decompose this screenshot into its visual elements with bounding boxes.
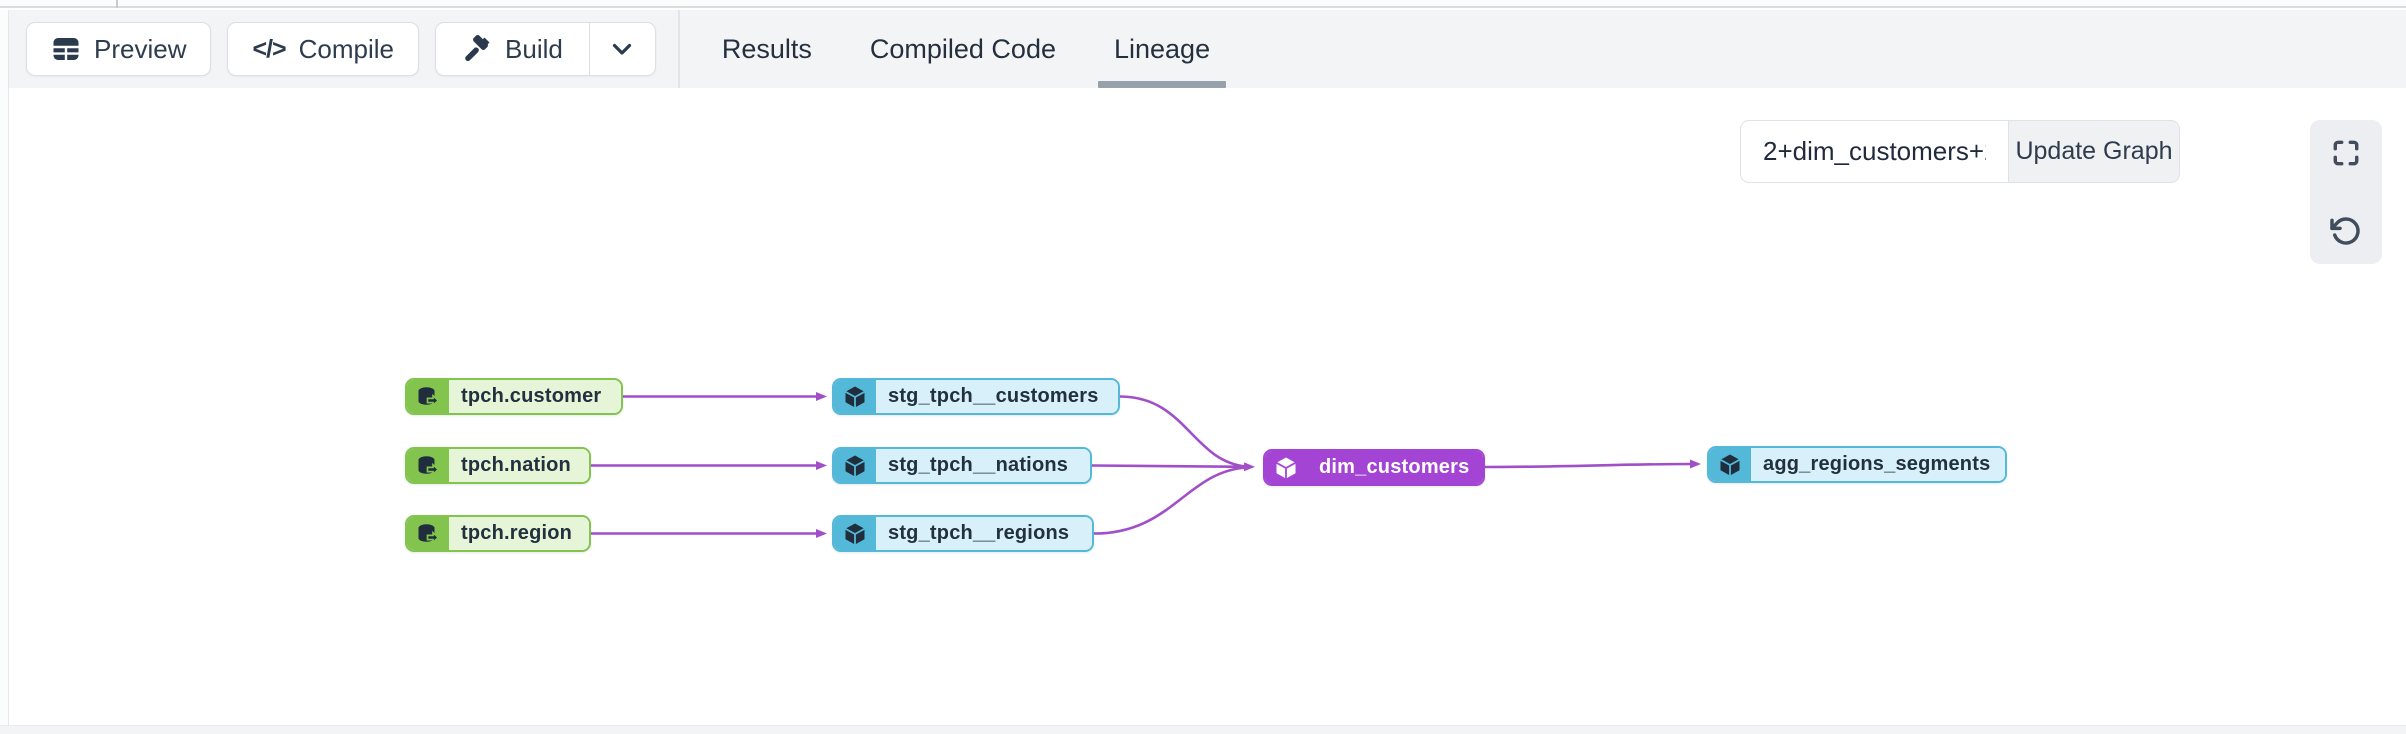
lineage-node-stg-tpch-customers[interactable]: stg_tpch__customers: [832, 378, 1120, 415]
toolbar-divider: [677, 10, 680, 88]
cube-model-icon: [834, 517, 876, 550]
reset-view-button[interactable]: [2329, 214, 2363, 248]
toolbar: Preview </> Compile Build: [0, 10, 2406, 88]
node-label: agg_regions_segments: [1751, 448, 2005, 481]
node-label: tpch.customer: [449, 380, 621, 413]
fullscreen-icon: [2331, 138, 2361, 168]
cube-model-icon: [1265, 451, 1307, 484]
chevron-down-icon: [612, 43, 632, 56]
build-dropdown-button[interactable]: [588, 23, 655, 75]
lineage-node-tpch-nation[interactable]: tpch.nation: [405, 447, 591, 484]
node-label: dim_customers: [1307, 451, 1483, 484]
bottom-panel-edge: [0, 725, 2406, 734]
lineage-selector-group: Update Graph: [1740, 120, 2180, 183]
cube-model-icon: [834, 449, 876, 482]
build-split-button: Build: [435, 22, 656, 76]
tab-results-label: Results: [721, 33, 812, 64]
lineage-node-tpch-region[interactable]: tpch.region: [405, 515, 591, 552]
compile-button[interactable]: </> Compile: [227, 22, 420, 76]
tab-results[interactable]: Results: [722, 10, 812, 88]
code-icon: </>: [252, 34, 286, 63]
node-label: tpch.nation: [449, 449, 589, 482]
lineage-node-stg-tpch-regions[interactable]: stg_tpch__regions: [832, 515, 1094, 552]
lineage-node-agg-regions-segments[interactable]: agg_regions_segments: [1707, 446, 2007, 483]
tab-compiled-code-label: Compiled Code: [869, 33, 1056, 64]
lineage-node-stg-tpch-nations[interactable]: stg_tpch__nations: [832, 447, 1092, 484]
active-tab-underline: [1097, 81, 1227, 88]
lineage-canvas[interactable]: [0, 88, 2406, 725]
lineage-node-dim-customers[interactable]: dim_customers: [1263, 449, 1485, 486]
table-preview-icon: [51, 34, 81, 64]
build-button-label: Build: [505, 33, 563, 64]
node-label: stg_tpch__customers: [876, 380, 1118, 413]
rotate-ccw-icon: [2330, 215, 2362, 247]
view-controls-panel: [2310, 120, 2382, 264]
editor-tabbar-edge: [0, 0, 2406, 8]
result-tabs: Results Compiled Code Lineage: [680, 10, 1227, 88]
cube-model-icon: [1709, 448, 1751, 481]
node-label: stg_tpch__nations: [876, 449, 1090, 482]
fullscreen-button[interactable]: [2329, 136, 2363, 170]
hammer-icon: [462, 34, 492, 64]
build-button[interactable]: Build: [436, 23, 589, 75]
update-graph-button[interactable]: Update Graph: [2008, 120, 2180, 183]
tab-compiled-code[interactable]: Compiled Code: [870, 10, 1056, 88]
compile-button-label: Compile: [298, 33, 395, 64]
tab-lineage-label: Lineage: [1113, 33, 1211, 64]
database-source-icon: [407, 517, 449, 550]
node-label: stg_tpch__regions: [876, 517, 1092, 550]
database-source-icon: [407, 449, 449, 482]
node-label: tpch.region: [449, 517, 589, 550]
preview-button-label: Preview: [94, 33, 187, 64]
database-source-icon: [407, 380, 449, 413]
editor-tab-divider: [116, 0, 118, 8]
lineage-node-tpch-customer[interactable]: tpch.customer: [405, 378, 623, 415]
selector-input[interactable]: [1740, 120, 2008, 183]
tab-lineage[interactable]: Lineage: [1097, 10, 1227, 88]
cube-model-icon: [834, 380, 876, 413]
left-panel-edge: [0, 10, 9, 734]
preview-button[interactable]: Preview: [26, 22, 212, 76]
